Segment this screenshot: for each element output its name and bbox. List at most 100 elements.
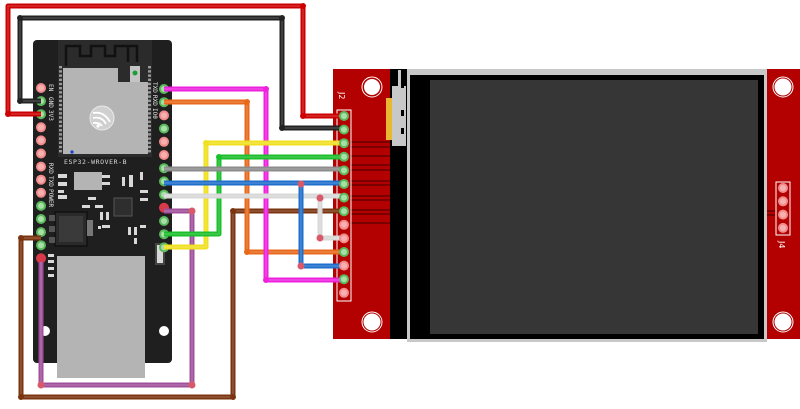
pin-label-gnd: GND — [47, 97, 54, 108]
usb-uart-chip — [113, 197, 133, 217]
j2-pin[interactable] — [339, 138, 349, 149]
esp32-left-pin[interactable] — [36, 214, 46, 224]
screen-glass[interactable] — [430, 80, 758, 334]
esp32-board[interactable]: ESP32-WROVER-B — [33, 40, 172, 378]
pcb-traces — [350, 141, 775, 224]
esp32-left-pin[interactable] — [36, 227, 46, 238]
pin-label-txd: TXD — [47, 176, 54, 187]
j2-pin[interactable] — [339, 233, 349, 244]
pin-label-en: EN — [47, 84, 54, 92]
j4-pin[interactable] — [778, 183, 788, 193]
pin-label-io0: IO0 — [151, 108, 158, 119]
wire-bend-point[interactable] — [17, 98, 23, 104]
j2-pin[interactable] — [339, 151, 349, 162]
j2-header-outline — [336, 109, 352, 302]
esp32-right-pin[interactable] — [159, 150, 169, 160]
j2-pin[interactable] — [339, 179, 349, 189]
wire-bend-point[interactable] — [230, 208, 236, 214]
wire-bend-point[interactable] — [316, 234, 324, 242]
esp32-right-pin[interactable] — [159, 110, 169, 121]
flex-tab — [386, 98, 392, 140]
esp32-left-pin[interactable] — [36, 174, 46, 185]
j2-pin[interactable] — [339, 111, 349, 121]
wire-gnd[interactable] — [17, 15, 344, 131]
wires — [5, 3, 344, 400]
j2-pin[interactable] — [339, 206, 349, 217]
usb-connector — [57, 256, 145, 378]
esp32-right-pin[interactable] — [159, 136, 169, 147]
pin-label-power: POWER — [47, 189, 54, 207]
esp32-right-pin[interactable] — [159, 123, 169, 134]
j4-header-outline — [775, 181, 791, 236]
wire-bend-point[interactable] — [263, 86, 269, 92]
wire-bend-point[interactable] — [216, 154, 222, 160]
antenna-trace — [64, 44, 139, 66]
wire-bend-point[interactable] — [5, 111, 11, 117]
wire-bend-point[interactable] — [297, 262, 305, 270]
wire-bend-point[interactable] — [17, 15, 23, 21]
j2-header — [339, 111, 349, 298]
wire-bend-point[interactable] — [18, 235, 24, 241]
mount-hole — [774, 313, 792, 331]
wire-highlight — [164, 101, 344, 253]
wire-bend-point[interactable] — [300, 3, 306, 9]
led-icon — [132, 70, 138, 76]
j2-pin[interactable] — [339, 219, 349, 230]
j4-pin[interactable] — [778, 209, 788, 220]
pin-label-txd0: TXD — [151, 82, 158, 93]
wire-bend-point[interactable] — [279, 125, 285, 131]
j2-pin[interactable] — [339, 165, 349, 176]
j2-pin[interactable] — [339, 124, 349, 135]
j4-label: J4 — [777, 240, 786, 248]
wire-bend-point[interactable] — [188, 207, 196, 215]
mount-hole — [159, 326, 169, 336]
wire-bend-point[interactable] — [244, 249, 250, 255]
mount-hole — [774, 78, 792, 96]
wire-bend-point[interactable] — [203, 140, 209, 146]
wire-bend-point[interactable] — [297, 180, 305, 188]
wire-brown[interactable] — [18, 208, 344, 400]
wire-bend-point[interactable] — [37, 381, 45, 389]
wire-bend-point[interactable] — [316, 194, 324, 202]
wire-bend-point[interactable] — [300, 113, 306, 119]
wire-bend-point[interactable] — [188, 381, 196, 389]
mount-hole — [363, 313, 381, 331]
pin-label-rxd0: RXD — [151, 95, 158, 106]
wire-bend-point[interactable] — [279, 15, 285, 21]
esp32-left-pin[interactable] — [36, 161, 46, 172]
j2-pin[interactable] — [339, 274, 349, 285]
left-pin-labels: EN GND 3V3 RXD TXD POWER — [47, 84, 54, 207]
wire-orange[interactable] — [164, 99, 344, 255]
wire-vcc[interactable] — [5, 3, 344, 119]
wire-highlight — [7, 5, 344, 117]
pin-label-3v3: 3V3 — [47, 110, 54, 121]
esp32-left-pin[interactable] — [36, 253, 46, 264]
dot-marker — [70, 150, 74, 154]
esp32-left-pin[interactable] — [36, 200, 46, 211]
espressif-logo-icon — [89, 105, 115, 131]
voltage-regulator — [49, 211, 93, 247]
esp32-left-pin[interactable] — [36, 187, 46, 198]
wire-bend-point[interactable] — [263, 277, 269, 283]
esp32-left-pin[interactable] — [36, 135, 46, 146]
esp32-left-pin[interactable] — [36, 122, 46, 133]
flex-connector — [386, 70, 406, 156]
wire-bend-point[interactable] — [244, 99, 250, 105]
j2-pin[interactable] — [339, 260, 349, 271]
tft-display[interactable]: J2 J4 — [333, 69, 800, 342]
esp32-left-pin[interactable] — [36, 83, 46, 93]
j4-pin[interactable] — [778, 196, 788, 207]
wire-bend-point[interactable] — [230, 394, 236, 400]
wire-bend-point[interactable] — [18, 394, 24, 400]
j4-pin[interactable] — [778, 222, 788, 233]
j2-pin[interactable] — [339, 287, 349, 298]
j2-pin[interactable] — [339, 192, 349, 203]
esp32-left-pin[interactable] — [36, 148, 46, 159]
esp32-right-pin[interactable] — [159, 216, 169, 226]
pin-label-rxd: RXD — [47, 163, 54, 174]
esp32-left-pin[interactable] — [36, 240, 46, 251]
j2-pin[interactable] — [339, 247, 349, 257]
module-label: ESP32-WROVER-B — [64, 158, 127, 166]
right-pin-labels: TXD RXD IO0 — [151, 82, 158, 119]
